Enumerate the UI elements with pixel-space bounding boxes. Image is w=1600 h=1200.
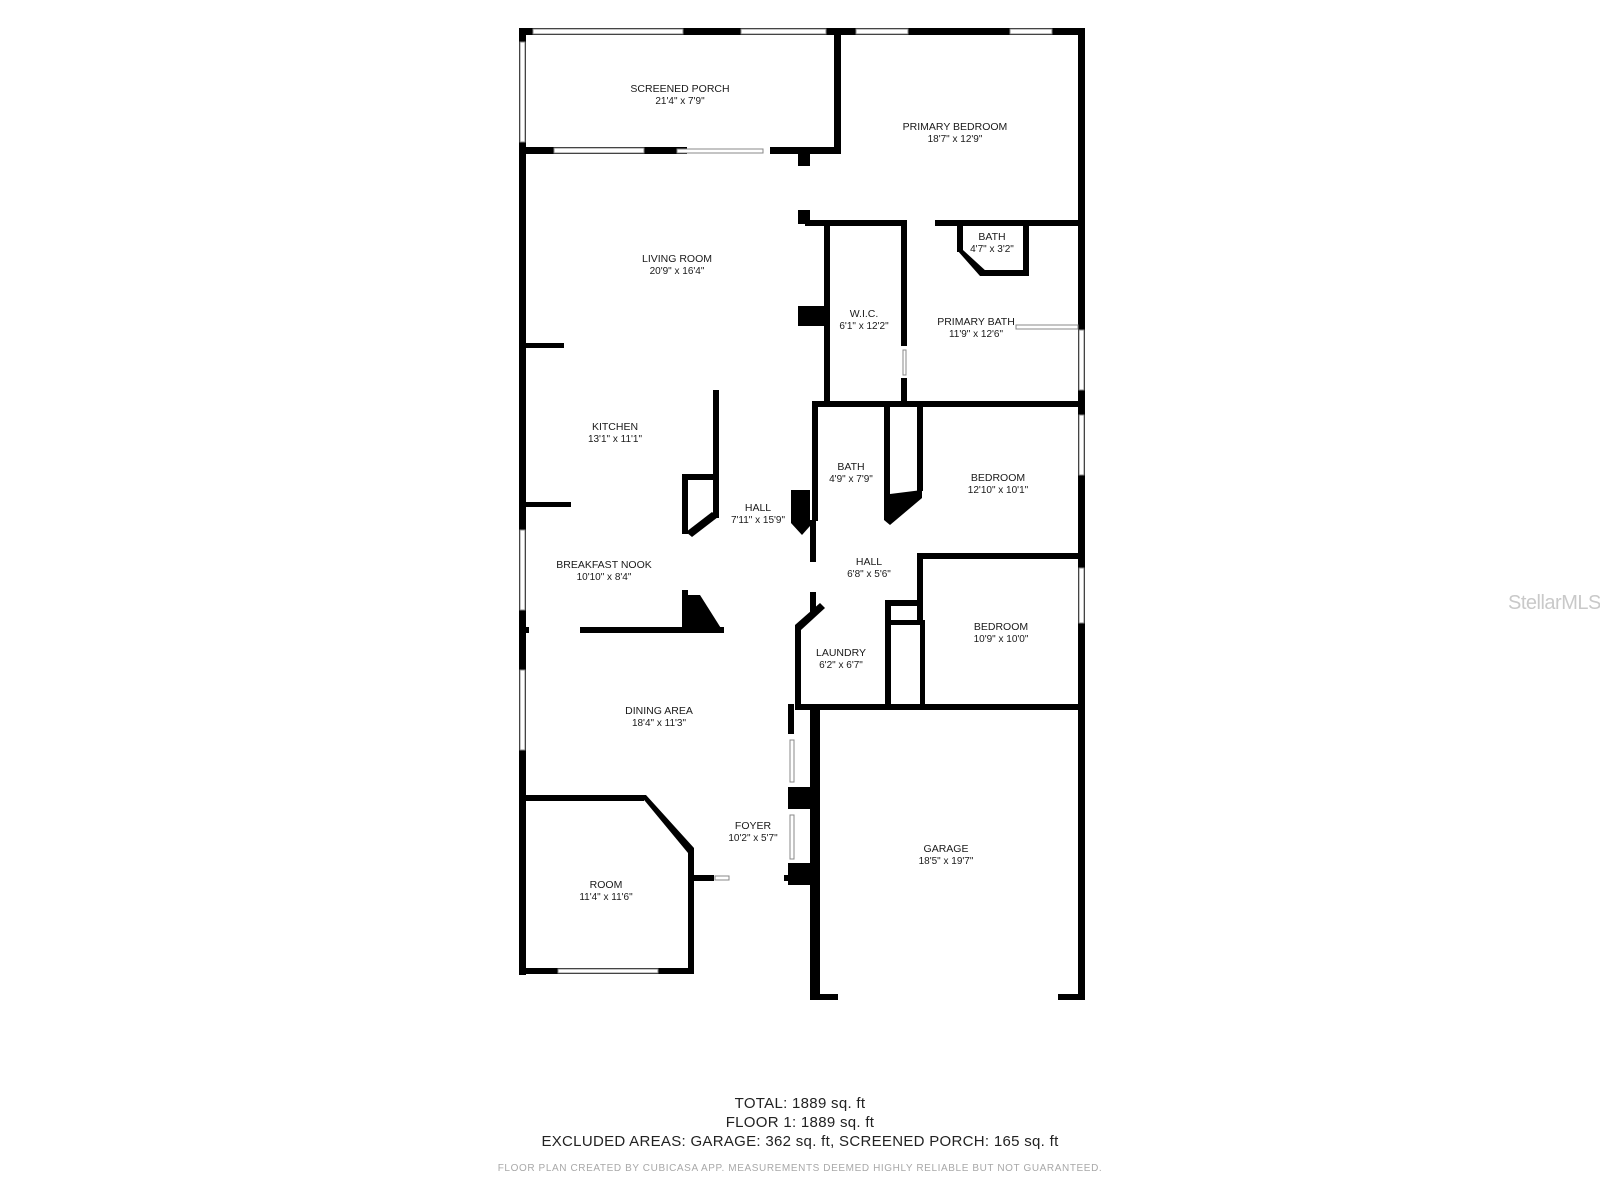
excluded-areas: EXCLUDED AREAS: GARAGE: 362 sq. ft, SCRE… — [541, 1133, 1059, 1150]
room-dim-foyer: 10'2" x 5'7" — [728, 833, 778, 844]
room-label-bath: BATH — [837, 461, 864, 473]
room-dim-living-room: 20'9" x 16'4" — [650, 266, 705, 277]
walls — [519, 28, 1085, 1000]
room-label-dining-area: DINING AREA — [625, 705, 693, 717]
room-dim-primary-bedroom: 18'7" x 12'9" — [928, 134, 983, 145]
room-label-screened-porch: SCREENED PORCH — [630, 83, 729, 95]
room-label-hall-2: HALL — [856, 556, 882, 568]
room-dim-bath: 4'9" x 7'9" — [829, 474, 873, 485]
room-dim-hall-1: 7'11" x 15'9" — [731, 515, 786, 526]
room-label-bedroom-1: BEDROOM — [971, 472, 1025, 484]
room-dim-primary-bath: 11'9" x 12'6" — [949, 329, 1004, 340]
room-dim-bath-small: 4'7" x 3'2" — [970, 244, 1014, 255]
room-dim-room: 11'4" x 11'6" — [579, 892, 633, 903]
room-dim-hall-2: 6'8" x 5'6" — [847, 569, 891, 580]
room-labels: SCREENED PORCH 21'4" x 7'9" PRIMARY BEDR… — [556, 83, 1029, 903]
room-dim-dining-area: 18'4" x 11'3" — [632, 718, 687, 729]
room-label-kitchen: KITCHEN — [592, 421, 638, 433]
room-label-room: ROOM — [590, 879, 623, 891]
room-label-foyer: FOYER — [735, 820, 772, 832]
room-label-garage: GARAGE — [924, 843, 969, 855]
room-dim-bedroom-2: 10'9" x 10'0" — [974, 634, 1029, 645]
room-label-bedroom-2: BEDROOM — [974, 621, 1028, 633]
room-label-bath-small: BATH — [978, 231, 1005, 243]
room-dim-breakfast-nook: 10'10" x 8'4" — [577, 572, 632, 583]
room-label-living-room: LIVING ROOM — [642, 253, 712, 265]
room-label-laundry: LAUNDRY — [816, 647, 866, 659]
room-label-hall-1: HALL — [745, 502, 771, 514]
room-label-primary-bedroom: PRIMARY BEDROOM — [903, 121, 1008, 133]
floor-area: FLOOR 1: 1889 sq. ft — [725, 1114, 875, 1131]
room-dim-laundry: 6'2" x 6'7" — [819, 660, 863, 671]
room-label-wic: W.I.C. — [850, 308, 879, 320]
windows — [519, 28, 1085, 974]
room-label-primary-bath: PRIMARY BATH — [937, 316, 1015, 328]
room-dim-bedroom-1: 12'10" x 10'1" — [968, 485, 1029, 496]
total-area: TOTAL: 1889 sq. ft — [734, 1095, 866, 1112]
room-dim-screened-porch: 21'4" x 7'9" — [655, 96, 705, 107]
room-dim-kitchen: 13'1" x 11'1" — [588, 434, 643, 445]
room-label-breakfast-nook: BREAKFAST NOOK — [556, 559, 652, 571]
disclaimer: FLOOR PLAN CREATED BY CUBICASA APP. MEAS… — [497, 1163, 1103, 1174]
room-dim-garage: 18'5" x 19'7" — [919, 856, 974, 867]
room-dim-wic: 6'1" x 12'2" — [839, 321, 889, 332]
watermark-logo: StellarMLS — [1508, 592, 1600, 614]
